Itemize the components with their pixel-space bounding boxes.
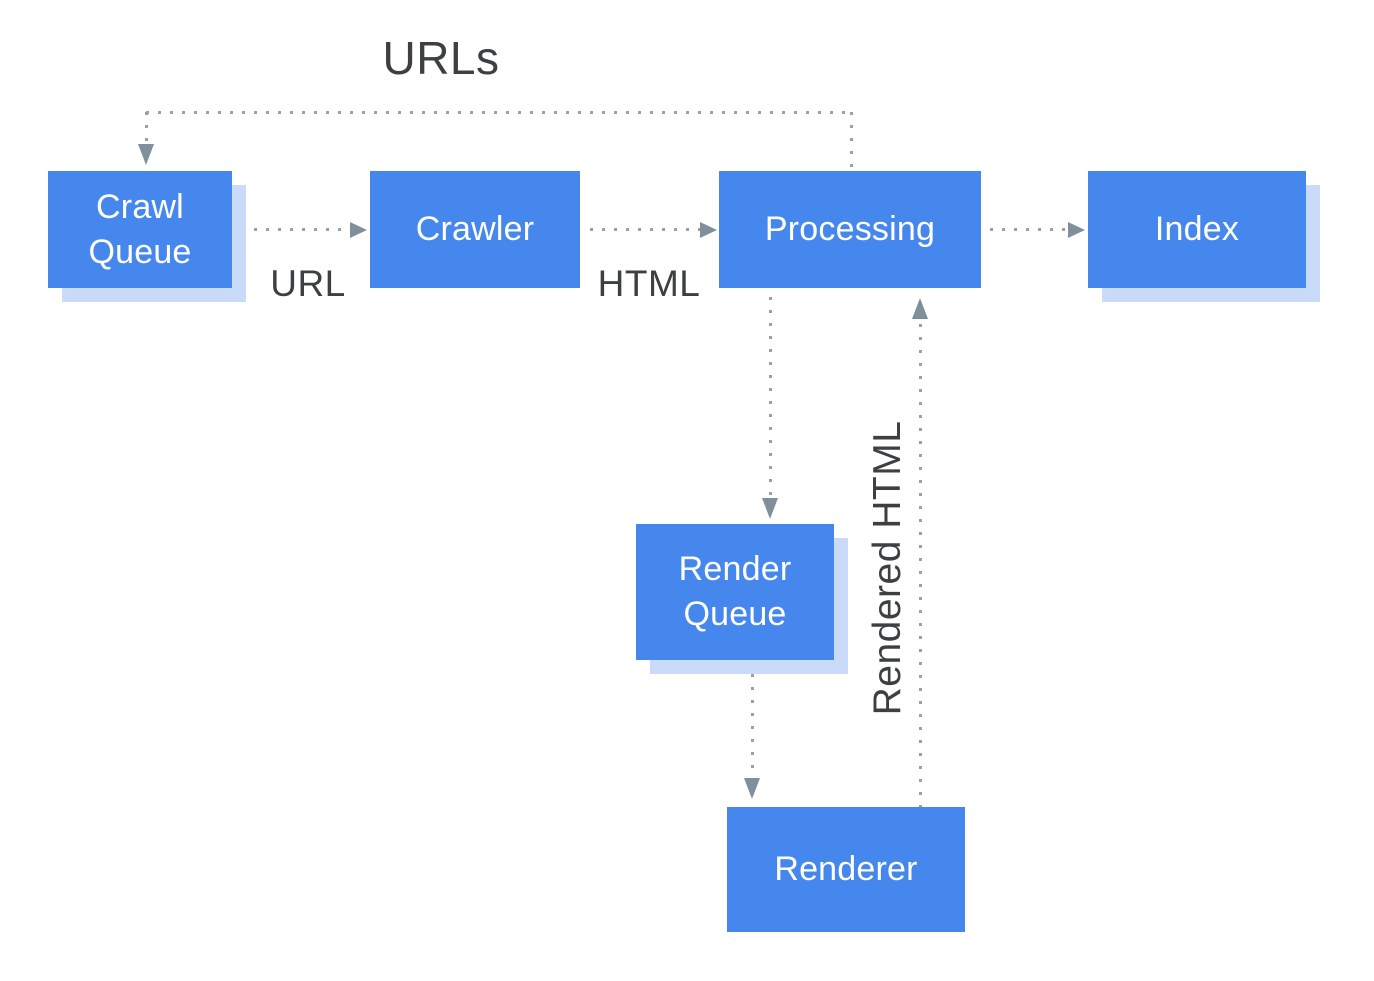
- edge-renderqueue-to-renderer-line: [751, 674, 754, 778]
- node-crawler: Crawler: [370, 171, 580, 288]
- edge-crawlqueue-to-crawler-line: [242, 228, 350, 231]
- arrowhead-right-into-crawler-icon: [350, 222, 367, 238]
- node-index: Index: [1088, 171, 1306, 288]
- edge-processing-to-renderqueue-line: [769, 297, 772, 498]
- edge-renderer-to-processing-line: [919, 324, 922, 807]
- edge-label-urls: URLs: [382, 32, 500, 84]
- arrowhead-down-into-crawl-queue-icon: [138, 144, 154, 165]
- edge-label-rendered-html: Rendered HTML: [866, 420, 909, 716]
- edge-processing-to-crawlqueue-left-line: [145, 112, 148, 142]
- node-render-queue-label: Render Queue: [678, 550, 792, 633]
- edge-processing-to-index-line: [990, 228, 1068, 231]
- node-index-label: Index: [1154, 210, 1240, 249]
- edge-label-html: HTML: [597, 263, 701, 304]
- node-renderer-label: Renderer: [774, 850, 918, 889]
- node-crawl-queue: Crawl Queue: [48, 171, 232, 288]
- node-renderer: Renderer: [727, 807, 965, 932]
- edge-processing-to-crawlqueue-right-line: [850, 112, 853, 171]
- node-processing: Processing: [719, 171, 981, 288]
- edge-crawler-to-processing-line: [590, 228, 700, 231]
- edge-processing-to-crawlqueue-top-line: [146, 111, 852, 114]
- arrowhead-right-into-processing-icon: [700, 222, 717, 238]
- arrowhead-up-into-processing-icon: [912, 298, 928, 319]
- arrowhead-right-into-index-icon: [1068, 222, 1085, 238]
- node-render-queue: Render Queue: [636, 524, 834, 660]
- node-crawl-queue-label: Crawl Queue: [88, 187, 192, 271]
- node-crawler-label: Crawler: [415, 210, 535, 249]
- edge-label-url: URL: [270, 263, 346, 304]
- arrowhead-down-into-render-queue-icon: [762, 498, 778, 519]
- arrowhead-down-into-renderer-icon: [744, 778, 760, 799]
- node-processing-label: Processing: [764, 210, 936, 249]
